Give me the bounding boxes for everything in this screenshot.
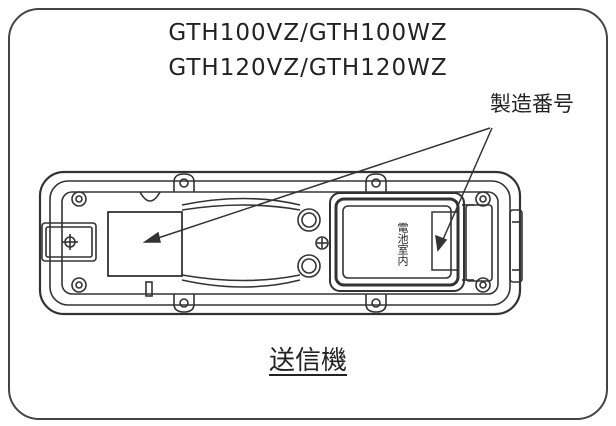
screw-bottom-left — [71, 277, 87, 293]
screw-bottom-right — [475, 277, 491, 293]
screw-top-left — [71, 191, 87, 207]
arrowhead-left — [142, 231, 161, 243]
left-clip — [41, 222, 97, 262]
bottom-tab-left — [173, 294, 195, 313]
screw-top-right — [475, 191, 491, 207]
callout-arrows — [142, 127, 493, 252]
upper-rib — [181, 197, 301, 206]
serial-number-callout-label: 製造番号 — [490, 92, 574, 116]
diagram-caption: 送信機 — [268, 346, 347, 376]
battery-compartment-label: 電池室内 — [396, 222, 409, 266]
top-tab-left — [173, 173, 195, 192]
right-side-panel — [465, 204, 493, 282]
center-small-screw — [315, 236, 329, 250]
model-line-1: GTH100VZ/GTH100WZ — [168, 20, 448, 46]
center-screw-top — [297, 208, 321, 232]
battery-serial-label — [431, 211, 459, 271]
battery-compartment-inner — [342, 205, 452, 279]
bottom-tab-right — [365, 294, 387, 313]
top-tab-right — [365, 173, 387, 192]
serial-label-plate — [107, 211, 183, 277]
battery-compartment-outer — [329, 192, 465, 292]
arrow-line-right — [440, 127, 493, 245]
transmitter-device — [38, 170, 523, 316]
arrowhead-right — [435, 234, 448, 252]
arrow-line-left — [151, 127, 491, 241]
device-outer-shell — [38, 170, 522, 316]
right-strap — [509, 209, 523, 283]
device-inner-panel — [61, 191, 499, 295]
lower-rib — [181, 279, 301, 288]
bottom-pin — [145, 281, 153, 297]
top-notch — [139, 191, 161, 202]
model-line-2: GTH120VZ/GTH120WZ — [168, 55, 448, 81]
outer-frame — [8, 8, 608, 420]
center-screw-bottom — [297, 254, 321, 278]
left-clip-inner — [45, 226, 93, 258]
